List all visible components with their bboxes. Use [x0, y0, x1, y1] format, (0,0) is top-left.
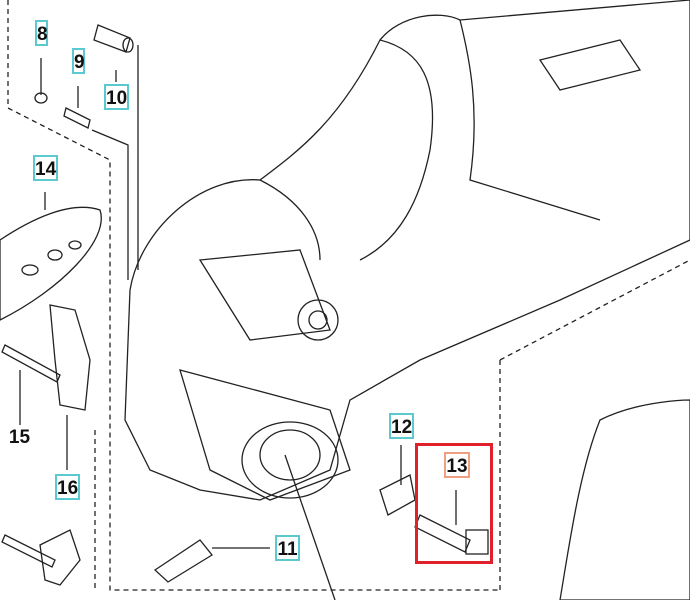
part-13-flange — [465, 529, 489, 555]
part-16-spike — [49, 304, 91, 411]
part-label-14[interactable]: 14 — [33, 155, 58, 181]
leader-lines — [19, 45, 457, 600]
selected-part-frame — [415, 443, 493, 564]
part-label-15[interactable]: 15 — [8, 427, 31, 448]
part-label-10[interactable]: 10 — [104, 84, 129, 110]
part-label-11[interactable]: 11 — [275, 535, 300, 561]
part-label-8[interactable]: 8 — [35, 20, 48, 46]
part-12-bracket — [379, 474, 416, 516]
part-label-12[interactable]: 12 — [389, 413, 414, 439]
part-label-9[interactable]: 9 — [72, 48, 85, 74]
part-14-plate — [0, 206, 102, 321]
part-label-16[interactable]: 16 — [55, 474, 80, 500]
part-label-13[interactable]: 13 — [444, 452, 470, 478]
crankcase-housing — [124, 0, 690, 600]
dashed-assembly-lines — [7, 0, 690, 591]
part-11-plug — [153, 539, 213, 583]
part-15-screw — [1, 344, 61, 383]
